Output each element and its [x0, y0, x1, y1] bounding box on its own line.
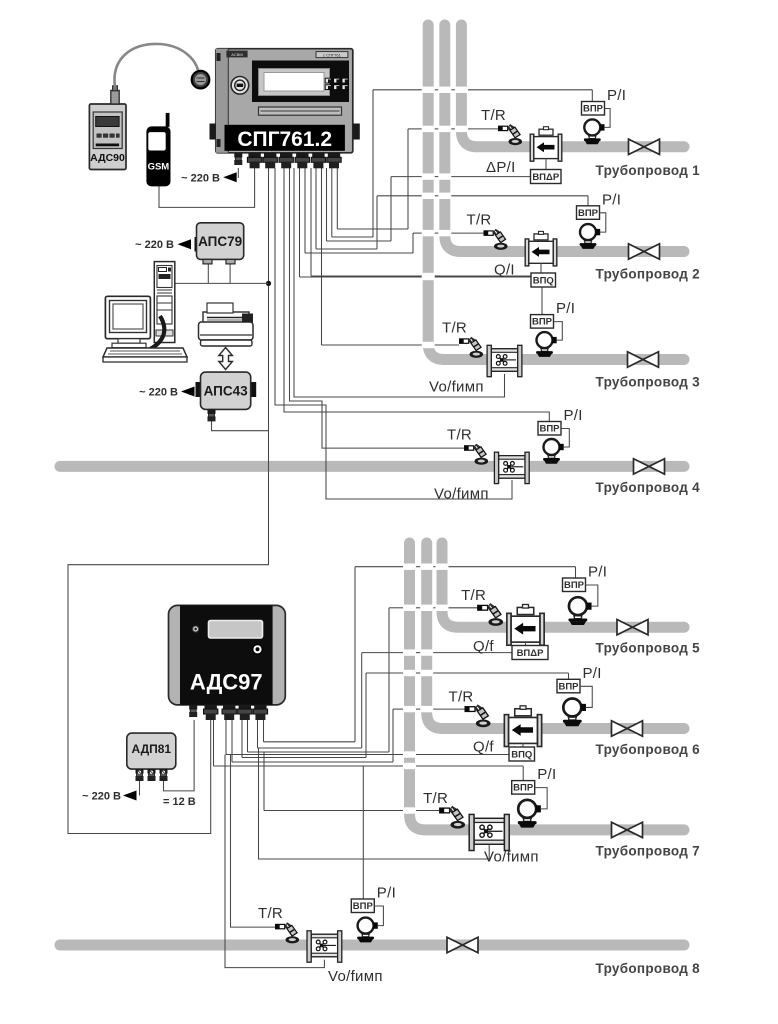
- svg-text:ВПР: ВПР: [578, 208, 599, 219]
- svg-text:~ 220 В: ~ 220 В: [181, 172, 220, 184]
- svg-text:T/R: T/R: [467, 212, 492, 229]
- svg-text:с СПГ761: с СПГ761: [323, 53, 341, 58]
- svg-text:Трубопровод 1: Трубопровод 1: [596, 163, 701, 178]
- svg-text:P/I: P/I: [607, 87, 626, 104]
- svg-text:~ 220 В: ~ 220 В: [82, 791, 121, 803]
- svg-text:ВПQ: ВПQ: [533, 276, 554, 287]
- svg-text:Трубопровод 8: Трубопровод 8: [596, 961, 701, 976]
- svg-text:Трубопровод 4: Трубопровод 4: [596, 480, 701, 495]
- svg-text:Q/I: Q/I: [494, 262, 515, 279]
- svg-text:T/R: T/R: [449, 689, 474, 706]
- svg-text:ВПΔР: ВПΔР: [532, 172, 560, 183]
- svg-text:~ 220 В: ~ 220 В: [139, 387, 178, 399]
- svg-text:АДП81: АДП81: [131, 742, 171, 756]
- svg-text:T/R: T/R: [481, 107, 506, 124]
- svg-text:ВПQ: ВПQ: [511, 750, 532, 761]
- svg-text:ВПΔР: ВПΔР: [517, 648, 545, 659]
- svg-text:ВПР: ВПР: [539, 424, 560, 435]
- svg-text:ВПР: ВПР: [532, 317, 553, 328]
- svg-text:АДС97: АДС97: [190, 670, 263, 695]
- svg-text:Q/f: Q/f: [473, 739, 494, 756]
- svg-text:Q/f: Q/f: [473, 638, 494, 655]
- svg-text:АДС90: АДС90: [90, 152, 125, 164]
- svg-text:ΔP/I: ΔP/I: [486, 159, 516, 176]
- svg-text:ВПР: ВПР: [353, 901, 374, 912]
- svg-text:ВПР: ВПР: [564, 580, 585, 591]
- svg-text:Vo/fимп: Vo/fимп: [429, 379, 484, 396]
- svg-text:T/R: T/R: [447, 426, 472, 443]
- svg-text:Vo/fимп: Vo/fимп: [434, 486, 489, 503]
- svg-text:АПС79: АПС79: [198, 234, 242, 249]
- svg-text:ВПР: ВПР: [583, 104, 604, 115]
- svg-text:Трубопровод 5: Трубопровод 5: [596, 641, 701, 656]
- svg-text:T/R: T/R: [258, 905, 283, 922]
- svg-text:P/I: P/I: [537, 766, 556, 783]
- svg-text:P/I: P/I: [556, 300, 575, 317]
- svg-text:Vo/fимп: Vo/fимп: [484, 849, 539, 866]
- svg-text:Трубопровод 3: Трубопровод 3: [596, 375, 701, 390]
- svg-text:Vo/fимп: Vo/fимп: [328, 968, 383, 985]
- svg-text:АПС43: АПС43: [204, 384, 249, 399]
- svg-text:ВПР: ВПР: [558, 681, 579, 692]
- svg-text:P/I: P/I: [564, 407, 583, 424]
- svg-text:T/R: T/R: [442, 320, 467, 337]
- svg-text:ВПР: ВПР: [513, 783, 534, 794]
- svg-text:P/I: P/I: [377, 885, 396, 902]
- svg-text:АСВМ: АСВМ: [231, 52, 242, 57]
- svg-text:Трубопровод 6: Трубопровод 6: [596, 742, 701, 757]
- svg-text:P/I: P/I: [583, 665, 602, 682]
- svg-text:GSM: GSM: [148, 162, 170, 173]
- svg-text:T/R: T/R: [423, 790, 448, 807]
- svg-text:~ 220 В: ~ 220 В: [135, 239, 174, 251]
- svg-text:P/I: P/I: [602, 191, 621, 208]
- svg-text:Трубопровод 7: Трубопровод 7: [596, 844, 700, 859]
- svg-text:T/R: T/R: [461, 587, 486, 604]
- svg-text:Трубопровод 2: Трубопровод 2: [596, 267, 700, 282]
- svg-text:P/I: P/I: [588, 564, 607, 581]
- svg-text:СПГ761.2: СПГ761.2: [237, 128, 332, 151]
- svg-text:= 12 В: = 12 В: [163, 796, 196, 808]
